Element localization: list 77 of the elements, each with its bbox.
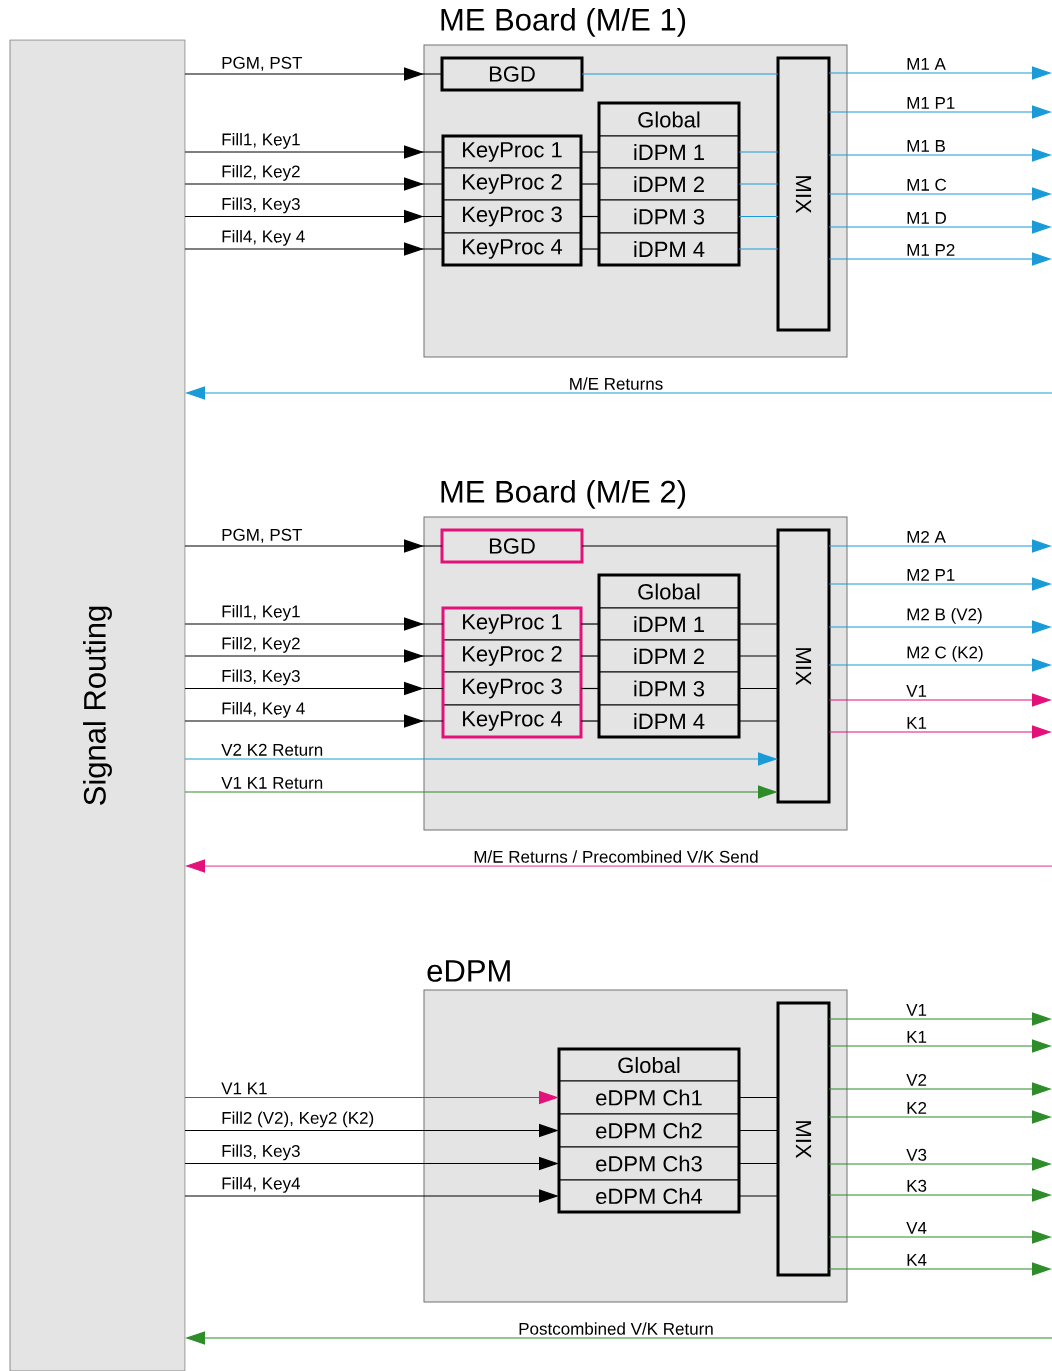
edge-label: K1 xyxy=(907,717,927,729)
module-cell: KeyProc 4 xyxy=(442,704,582,738)
edge-label: M1 B xyxy=(907,140,945,152)
edge-label: Fill3, Key3 xyxy=(222,197,300,214)
edge-label: Fill3, Key3 xyxy=(222,1144,300,1161)
process-box: BGD xyxy=(440,528,584,564)
edge-label: V3 xyxy=(906,1148,927,1161)
module-cell: iDPM 3 xyxy=(598,671,740,706)
module-cell: KeyProc 2 xyxy=(442,639,582,673)
arrow xyxy=(184,714,444,728)
module-cell: eDPM Ch1 xyxy=(558,1080,740,1115)
edge-label: M1 A xyxy=(907,58,946,70)
module-cell: iDPM 1 xyxy=(598,607,740,641)
routing-block: Signal Routing xyxy=(9,39,186,1371)
edge-label: PGM, PST xyxy=(222,528,303,543)
edge-label: Fill1, Key1 xyxy=(222,604,300,621)
edge-label: Fill2 (V2), Key2 (K2) xyxy=(222,1111,374,1128)
edge-label: Postcombined V/K Return xyxy=(519,1322,713,1335)
mixer-block: MIX xyxy=(776,528,831,804)
edge-label: M/E Returns xyxy=(570,377,663,390)
board-title: eDPM xyxy=(427,960,510,982)
module-cell: KeyProc 4 xyxy=(442,232,582,266)
edge-label: V2 K2 Return xyxy=(221,743,323,756)
module-cell: iDPM 2 xyxy=(598,167,740,201)
module-cell: iDPM 3 xyxy=(598,199,740,234)
edge-label: V1 K1 xyxy=(221,1082,267,1095)
module-cell: KeyProc 3 xyxy=(442,671,582,706)
edge-label: M1 P2 xyxy=(907,243,955,256)
edge-label: M1 C xyxy=(907,178,947,191)
board-title: ME Board (M/E 1) xyxy=(441,7,686,37)
module-cell: KeyProc 3 xyxy=(442,199,582,234)
edge-label: V4 xyxy=(906,1222,927,1234)
edge-label: Fill2, Key2 xyxy=(222,164,300,181)
module-cell: iDPM 4 xyxy=(598,232,740,266)
edge-label: K4 xyxy=(907,1254,927,1266)
module-cell: KeyProc 1 xyxy=(442,607,582,641)
arrow xyxy=(184,649,444,663)
mixer-block: MIX xyxy=(776,1001,831,1277)
module-cell: eDPM Ch3 xyxy=(558,1146,740,1181)
arrow xyxy=(184,177,444,191)
edge-label: V1 xyxy=(906,1004,927,1016)
edge-label: Fill2, Key2 xyxy=(222,636,300,653)
edge-label: Fill4, Key 4 xyxy=(222,229,305,246)
edge-label: M2 P1 xyxy=(907,568,955,581)
edge-label: Fill1, Key1 xyxy=(222,132,300,149)
arrow xyxy=(184,617,444,631)
edge-label: M1 D xyxy=(907,212,946,224)
edge-label: Fill4, Key 4 xyxy=(222,701,305,718)
module-cell: iDPM 2 xyxy=(598,639,740,673)
module-cell: eDPM Ch2 xyxy=(558,1113,740,1148)
arrow xyxy=(184,242,444,256)
arrow xyxy=(184,539,443,553)
edge-label: PGM, PST xyxy=(222,56,303,71)
edge-label: Fill3, Key3 xyxy=(222,669,300,686)
board-title: ME Board (M/E 2) xyxy=(441,479,686,509)
edge-label: Fill4, Key4 xyxy=(222,1176,301,1193)
module-cell: Global xyxy=(558,1048,740,1082)
edge-label: V1 xyxy=(906,685,927,697)
arrow xyxy=(184,145,444,159)
module-cell: KeyProc 2 xyxy=(442,167,582,201)
edge-label: V1 K1 Return xyxy=(221,776,323,789)
edge-label: K2 xyxy=(907,1101,927,1114)
module-cell: KeyProc 1 xyxy=(442,135,582,169)
arrow xyxy=(184,67,443,81)
mixer-block: MIX xyxy=(776,56,831,332)
edge-label: K3 xyxy=(907,1179,927,1192)
module-cell: eDPM Ch4 xyxy=(558,1179,740,1213)
edge-label: M/E Returns / Precombined V/K Send xyxy=(474,850,758,863)
module-cell: iDPM 1 xyxy=(598,135,740,169)
edge-label: K1 xyxy=(907,1031,927,1043)
edge-label: M2 A xyxy=(907,530,946,543)
edge-label: M1 P1 xyxy=(907,97,955,109)
edge-label: M2 B (V2) xyxy=(907,608,982,624)
process-box: BGD xyxy=(440,56,584,92)
edge-label: M2 C (K2) xyxy=(907,646,983,662)
edge-label: V2 xyxy=(906,1073,927,1086)
module-cell: iDPM 4 xyxy=(598,704,740,738)
